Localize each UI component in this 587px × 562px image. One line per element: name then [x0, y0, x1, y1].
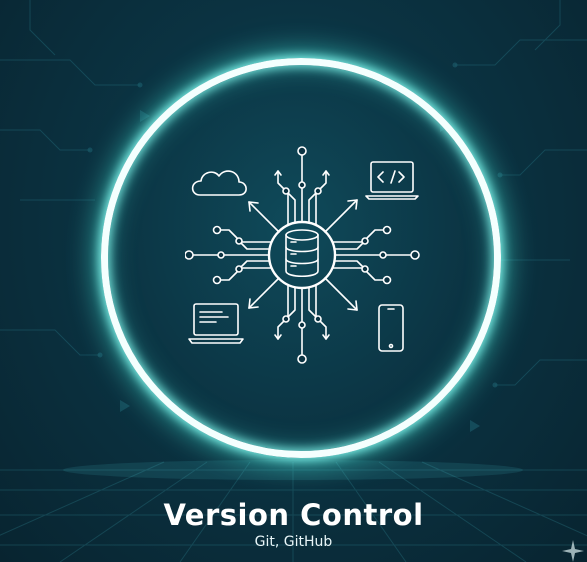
smartphone-icon [378, 304, 404, 352]
terminal-laptop-icon [188, 303, 244, 344]
network-hub-graphic [185, 146, 420, 364]
cloud-icon [191, 170, 247, 196]
title-block: Version Control Git, GitHub [0, 497, 587, 551]
page-subtitle: Git, GitHub [254, 534, 333, 550]
page-title: Version Control [163, 498, 424, 532]
sparkle-icon [562, 540, 584, 562]
code-laptop-icon [365, 161, 419, 200]
glowing-ring [101, 58, 501, 458]
